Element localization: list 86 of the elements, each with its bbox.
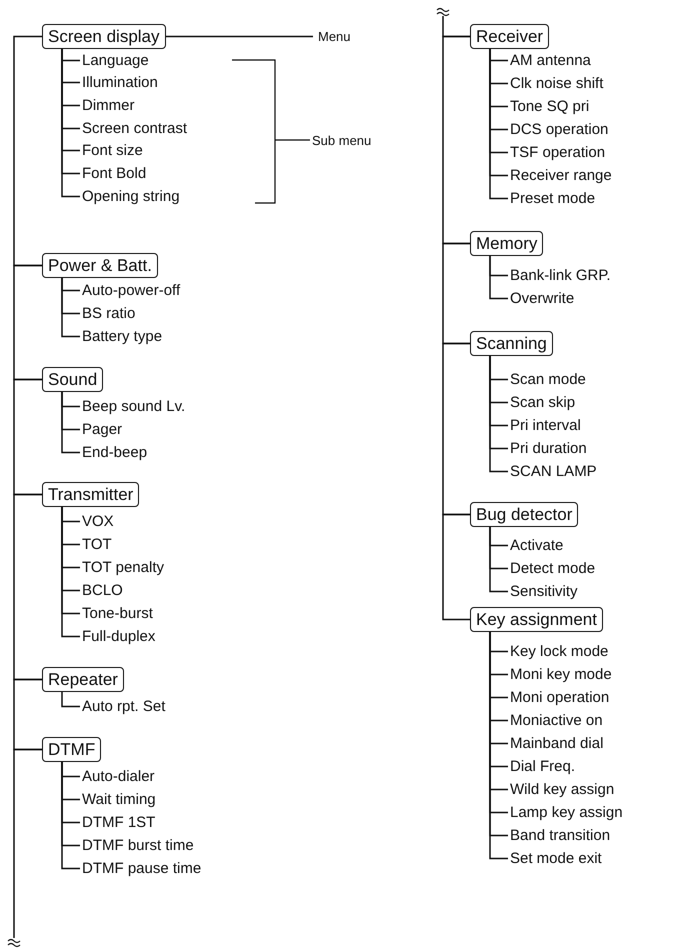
menu-item-text: Key lock mode — [510, 642, 608, 660]
menu-box: Scanning — [470, 330, 553, 356]
connector-line — [489, 527, 508, 592]
menu-item-text: Band transition — [510, 826, 610, 844]
connector-line — [442, 514, 470, 620]
menu-box: Sound — [42, 366, 104, 392]
annotation-text: Sub menu — [312, 132, 372, 148]
menu-item-text: Activate — [510, 536, 564, 554]
menu-item-text: Receiver range — [510, 166, 612, 184]
menu-item-text: Auto-dialer — [82, 768, 155, 784]
menu-item-text: Tone-burst — [82, 604, 153, 622]
menu-box: Bug detector — [470, 502, 578, 526]
menu-item-text: Full-duplex — [82, 628, 156, 644]
menu-item-text: Pager — [82, 420, 122, 438]
menu-item-text: Auto rpt. Set — [82, 698, 166, 714]
connector-line — [489, 49, 508, 200]
connector-line — [13, 494, 42, 680]
menu-box: Power & Batt. — [42, 252, 158, 278]
menu-item-text: TSF operation — [510, 144, 606, 160]
connector-line — [489, 356, 508, 472]
connector-line — [13, 748, 42, 938]
connector-line — [61, 507, 80, 638]
connector-line — [61, 762, 80, 870]
menu-item-text: Preset mode — [510, 190, 596, 206]
menu-item-text: Pri interval — [510, 416, 581, 434]
connector-line — [489, 256, 508, 300]
menu-item-text: Auto-power-off — [82, 282, 180, 298]
menu-item-text: Dial Freq. — [510, 758, 576, 774]
menu-item-text: BS ratio — [82, 304, 136, 322]
menu-item-text: Scan skip — [510, 394, 576, 410]
menu-item-text: Set mode exit — [510, 850, 602, 866]
callout-text: Menu — [318, 28, 351, 44]
connector-line — [13, 264, 42, 380]
connector-line — [442, 36, 470, 244]
menu-item-text: Font Bold — [82, 165, 146, 182]
connector-line — [61, 278, 80, 338]
menu-item-text: VOX — [82, 512, 114, 530]
menu-item-text: Detect mode — [510, 560, 596, 576]
menu-item-text: Language — [82, 52, 149, 68]
menu-box: Screen display — [42, 24, 166, 48]
connector-line — [61, 692, 80, 708]
menu-item-text: SCAN LAMP — [510, 462, 597, 480]
menu-item-text: Opening string — [82, 188, 180, 205]
menu-item-text: Mainband dial — [510, 734, 604, 752]
menu-item-text: DCS operation — [510, 120, 608, 138]
menu-item-text: Font size — [82, 142, 143, 160]
menu-item-text: Tone SQ pri — [510, 98, 590, 114]
menu-item-text: AM antenna — [510, 52, 591, 68]
connector-line — [13, 678, 42, 750]
menu-box: Receiver — [470, 24, 550, 48]
menu-item-text: DTMF pause time — [82, 860, 202, 876]
menu-item-text: Screen contrast — [82, 120, 188, 137]
menu-item-text: Illumination — [82, 74, 158, 92]
menu-item-text: Scan mode — [510, 370, 586, 388]
menu-item-text: Lamp key assign — [510, 804, 623, 820]
connector-line — [61, 49, 80, 198]
menu-box: Key assignment — [470, 606, 603, 632]
menu-item-text: Pri duration — [510, 440, 587, 456]
menu-item-text: Wait timing — [82, 790, 156, 808]
menu-box: Memory — [470, 230, 544, 256]
menu-item-text: Moni key mode — [510, 666, 612, 682]
menu-item-text: Battery type — [82, 328, 162, 344]
menu-item-text: Bank-link GRP. — [510, 266, 611, 284]
menu-box: Transmitter — [42, 482, 140, 506]
menu-box: Repeater — [42, 666, 124, 692]
menu-item-text: Clk noise shift — [510, 74, 604, 92]
leader-line — [166, 36, 313, 38]
connector-line — [61, 392, 80, 454]
menu-item-text: TOT — [82, 536, 112, 552]
menu-item-text: Sensitivity — [510, 582, 578, 600]
menu-item-text: TOT penalty — [82, 558, 164, 576]
menu-item-text: Moni operation — [510, 688, 610, 706]
menu-item-text: Moniactive on — [510, 712, 603, 728]
connector-line — [13, 378, 42, 496]
connector-line — [13, 36, 42, 266]
menu-item-text: Wild key assign — [510, 780, 614, 798]
connector-line — [442, 342, 470, 516]
menu-item-text: BCLO — [82, 582, 123, 598]
menu-item-text: DTMF 1ST — [82, 814, 156, 830]
menu-item-text: Dimmer — [82, 96, 134, 114]
menu-item-text: End-beep — [82, 444, 148, 460]
connector-line — [442, 242, 470, 344]
menu-item-text: Beep sound Lv. — [82, 398, 186, 414]
menu-item-text: DTMF burst time — [82, 836, 194, 854]
menu-box: DTMF — [42, 736, 102, 762]
menu-item-text: Overwrite — [510, 290, 574, 306]
